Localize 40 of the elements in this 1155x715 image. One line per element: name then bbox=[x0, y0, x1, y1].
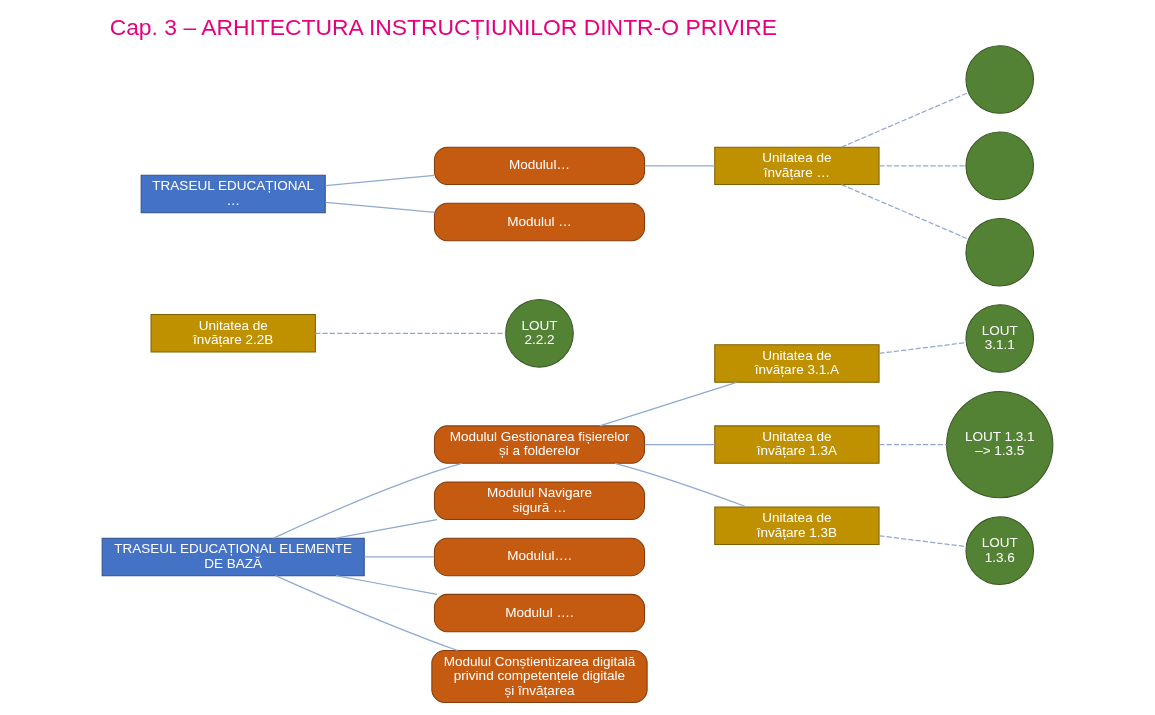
node-box: Modulul … bbox=[433, 202, 646, 242]
connector bbox=[878, 443, 948, 446]
node-box: Unitatea de învățare 2.2B bbox=[150, 314, 316, 353]
node-box: Modulul…. bbox=[433, 537, 646, 577]
connector bbox=[274, 575, 459, 652]
connector bbox=[878, 165, 967, 167]
node-box: Unitatea de învățare 1.3A bbox=[714, 425, 880, 464]
connector bbox=[335, 575, 438, 595]
node-box: TRASEUL EDUCAȚIONAL ELEMENTE DE BAZĂ bbox=[101, 537, 365, 577]
connector bbox=[324, 201, 436, 214]
node-circle: LOUT 1.3.6 bbox=[965, 516, 1035, 585]
node-circle bbox=[965, 217, 1035, 287]
connector bbox=[273, 462, 463, 539]
connector bbox=[324, 174, 436, 187]
node-circle: LOUT 3.1.1 bbox=[965, 304, 1035, 373]
node-circle: LOUT 2.2.2 bbox=[505, 299, 574, 368]
node-box: Unitatea de învățare … bbox=[714, 146, 880, 186]
node-box: Modulul Navigare sigură … bbox=[433, 481, 646, 520]
node-box: Modulul …. bbox=[433, 593, 646, 633]
node-circle bbox=[965, 131, 1035, 201]
node-box: Modulul Conștientizarea digitală privind competențele digitale și învățarea bbox=[431, 650, 648, 704]
connector bbox=[840, 92, 969, 148]
node-circle bbox=[965, 45, 1035, 114]
node-box: Modulul… bbox=[433, 146, 646, 186]
connector bbox=[878, 535, 967, 548]
node-box: Unitatea de învățare 3.1.A bbox=[714, 344, 880, 383]
connector bbox=[878, 341, 967, 354]
diagram-title: Cap. 3 – ARHITECTURA INSTRUCȚIUNILOR DINTR-O PRIVIRE bbox=[109, 13, 777, 40]
connector bbox=[363, 556, 435, 558]
connector bbox=[335, 518, 438, 539]
node-circle: LOUT 1.3.1 –> 1.3.5 bbox=[946, 390, 1054, 499]
connector bbox=[840, 184, 969, 240]
node-box: Unitatea de învățare 1.3B bbox=[714, 506, 880, 545]
connector bbox=[599, 381, 738, 427]
node-box: TRASEUL EDUCAȚIONAL … bbox=[140, 174, 326, 214]
connector bbox=[614, 462, 748, 508]
connector bbox=[644, 165, 716, 167]
connector bbox=[314, 332, 507, 334]
connector bbox=[644, 443, 716, 446]
node-box: Modulul Gestionarea fișierelor și a folderelor bbox=[433, 425, 646, 464]
